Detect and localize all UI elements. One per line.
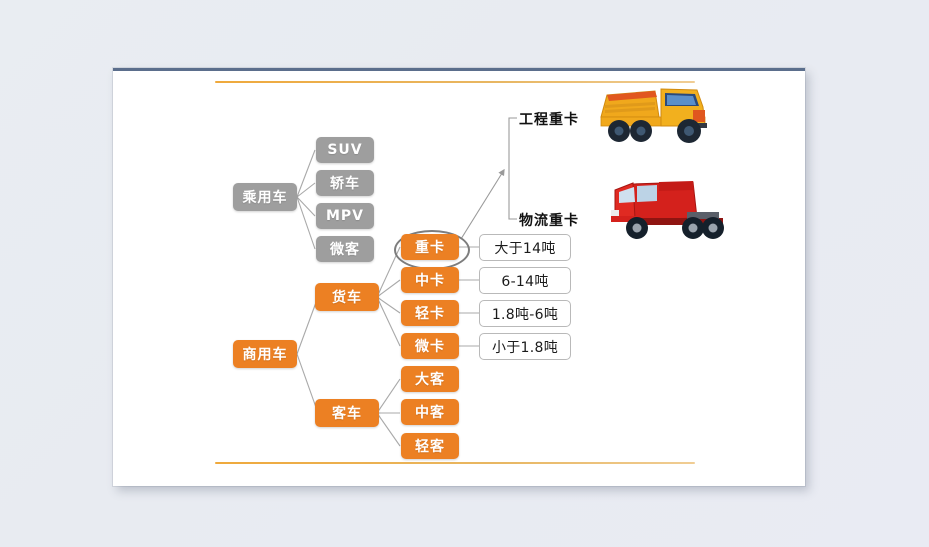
node-mpv[interactable]: MPV — [316, 203, 374, 229]
node-label: 轻卡 — [415, 306, 445, 322]
node-label: 轻客 — [415, 439, 445, 455]
node-large-bus[interactable]: 大客 — [401, 366, 459, 392]
node-light-truck[interactable]: 轻卡 — [401, 300, 459, 326]
node-label: MPV — [325, 208, 365, 224]
node-label: 商用车 — [242, 347, 288, 363]
label-engineering-heavy-truck: 工程重卡 — [519, 109, 579, 129]
weight-text: 大于14吨 — [494, 240, 556, 257]
node-medium-truck[interactable]: 中卡 — [401, 267, 459, 293]
weight-text: 1.8吨-6吨 — [491, 306, 559, 323]
node-label: 微卡 — [415, 339, 445, 355]
node-medium-bus[interactable]: 中客 — [401, 399, 459, 425]
slide-card: 乘用车 商用车 SUV 轿车 MPV 微客 货车 客车 — [113, 68, 805, 486]
top-divider-rule — [215, 81, 695, 83]
node-label: 微客 — [330, 242, 360, 258]
weight-label-light-truck: 1.8吨-6吨 — [479, 300, 571, 327]
node-heavy-truck[interactable]: 重卡 — [401, 234, 459, 260]
node-label: 重卡 — [415, 240, 445, 256]
node-commercial-vehicle[interactable]: 商用车 — [233, 340, 297, 368]
weight-text: 6-14吨 — [501, 273, 549, 290]
node-label: 货车 — [332, 290, 362, 306]
truck-type-text: 物流重卡 — [519, 213, 579, 229]
node-light-bus[interactable]: 轻客 — [401, 433, 459, 459]
weight-label-heavy-truck: 大于14吨 — [479, 234, 571, 261]
label-logistics-heavy-truck: 物流重卡 — [519, 210, 579, 230]
node-label: SUV — [327, 142, 363, 158]
dump-truck-yellow-image — [600, 88, 707, 143]
node-freight-truck[interactable]: 货车 — [315, 283, 379, 311]
node-label: 大客 — [415, 372, 445, 388]
node-microbus[interactable]: 微客 — [316, 236, 374, 262]
weight-label-mini-truck: 小于1.8吨 — [479, 333, 571, 360]
node-label: 轿车 — [330, 176, 360, 192]
node-label: 乘用车 — [242, 190, 288, 206]
tractor-truck-red-image — [611, 181, 724, 239]
diagram-canvas: 乘用车 商用车 SUV 轿车 MPV 微客 货车 客车 — [113, 71, 805, 489]
node-mini-truck[interactable]: 微卡 — [401, 333, 459, 359]
node-suv[interactable]: SUV — [316, 137, 374, 163]
weight-text: 小于1.8吨 — [491, 339, 559, 356]
node-passenger-vehicle[interactable]: 乘用车 — [233, 183, 297, 211]
weight-label-medium-truck: 6-14吨 — [479, 267, 571, 294]
bottom-divider-rule — [215, 462, 695, 464]
node-label: 客车 — [332, 406, 362, 422]
node-sedan[interactable]: 轿车 — [316, 170, 374, 196]
node-passenger-bus[interactable]: 客车 — [315, 399, 379, 427]
node-label: 中卡 — [415, 273, 445, 289]
node-label: 中客 — [415, 405, 445, 421]
truck-type-text: 工程重卡 — [519, 112, 579, 128]
